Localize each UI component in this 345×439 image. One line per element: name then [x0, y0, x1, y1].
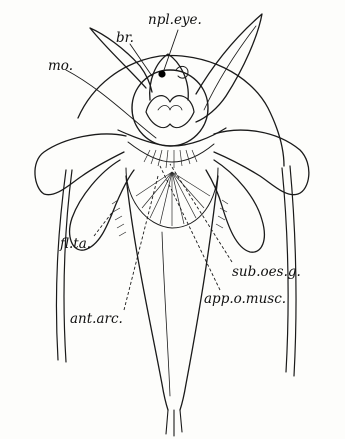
flagella-left [112, 200, 126, 236]
label-mo: mo. [48, 58, 73, 74]
leader-ant-arc [124, 176, 158, 310]
central-petal [150, 54, 189, 100]
trunk-left-edge [126, 176, 168, 410]
right-upper-petal-vein [204, 26, 256, 110]
label-npl-eye: npl.eye. [148, 12, 202, 28]
leader-sub-oes-g [170, 164, 232, 262]
leader-mo [66, 70, 156, 138]
head-circle [132, 70, 208, 146]
label-br: br. [116, 30, 134, 46]
tail-tips [166, 410, 182, 436]
leader-br [130, 44, 152, 76]
collar-lower [128, 142, 214, 162]
label-app-o-musc: app.o.musc. [204, 291, 286, 307]
trunk-inner-line [162, 232, 170, 396]
label-ant-arc: ant.arc. [70, 311, 123, 327]
right-outer-arm [214, 130, 309, 195]
left-stalk [56, 170, 72, 362]
label-fl-ta: fl.ta. [59, 236, 91, 252]
mouth-lobes [146, 96, 194, 128]
leader-npl-eye [164, 30, 178, 70]
mouth-inner [158, 106, 182, 111]
npl-eye-dot [158, 70, 165, 77]
label-sub-oes-g: sub.oes.g. [232, 264, 301, 280]
collar [118, 128, 226, 146]
